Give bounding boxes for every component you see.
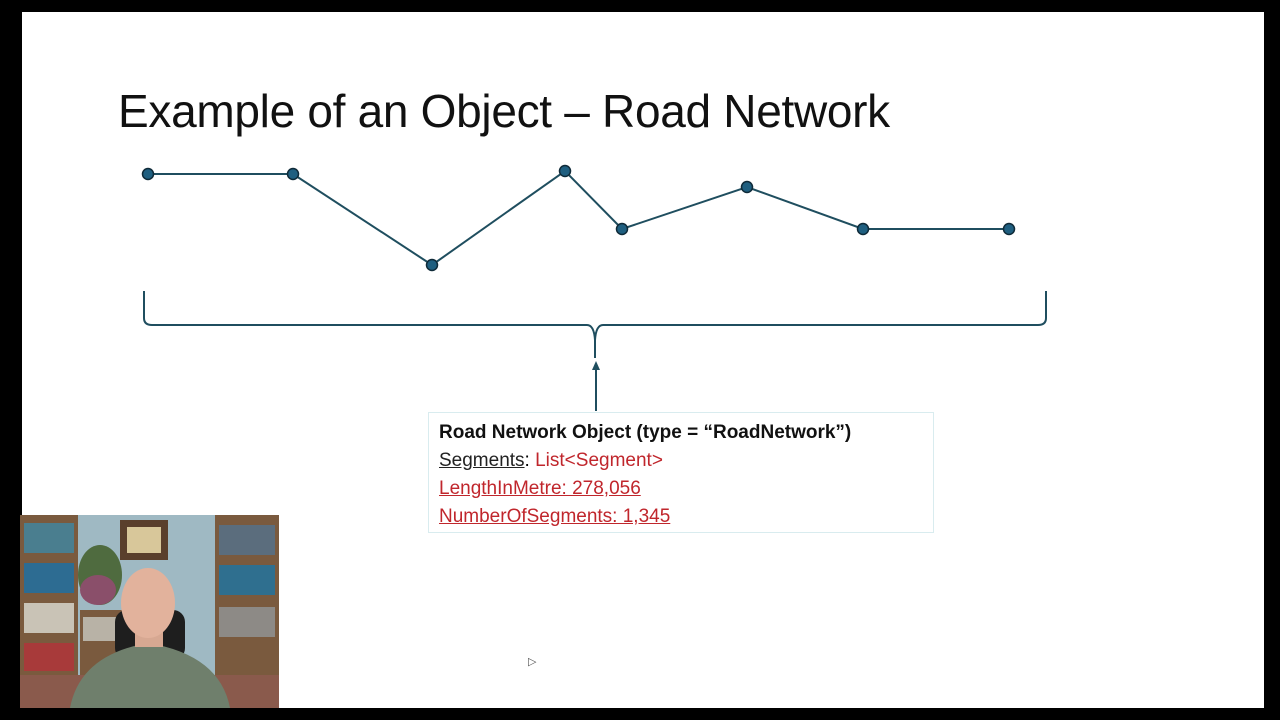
segments-row: Segments: List<Segment> [439,447,923,475]
road-nodes [141,164,1016,272]
road-polyline [148,169,1009,267]
road-node-5 [615,222,629,236]
curly-brace-icon [143,291,1047,358]
length-in-metre-row: LengthInMetre: 278,056 [439,478,641,499]
presenter-webcam [20,515,279,708]
road-node-3 [425,258,439,272]
object-type-title: Road Network Object (type = “RoadNetwork… [439,422,852,443]
mouse-pointer-icon: ▷ [528,656,537,668]
road-network-diagram [141,164,1047,411]
road-node-6 [740,180,754,194]
road-node-2 [286,167,300,181]
road-node-7 [856,222,870,236]
arrow-head-icon [592,361,600,370]
segments-separator: : [524,450,536,471]
segments-value: List<Segment> [535,450,663,471]
road-node-8 [1002,222,1016,236]
slide-title: Example of an Object – Road Network [118,85,890,137]
webcam-scene [20,515,279,708]
road-node-4 [558,164,572,178]
road-network-object-box: Road Network Object (type = “RoadNetwork… [428,412,934,533]
number-of-segments-row: NumberOfSegments: 1,345 [439,506,671,527]
segments-label: Segments [439,450,525,471]
road-node-1 [141,167,155,181]
